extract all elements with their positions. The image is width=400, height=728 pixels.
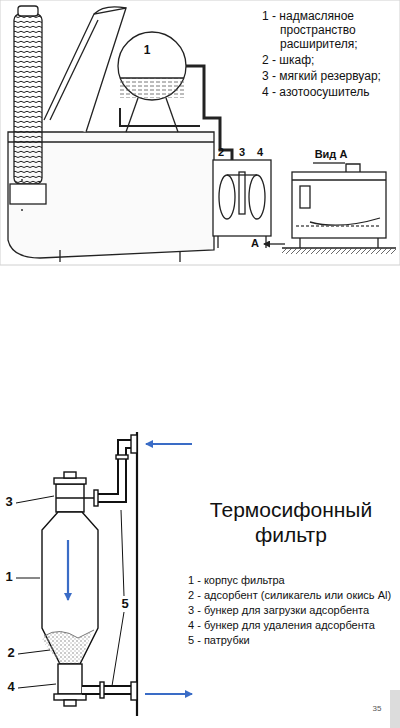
list-item: 4 - бункер для удаления адсорбента [188,619,396,632]
list-item: 2 - адсорбент (силикагель или окись Al) [188,589,396,602]
callout-number: 3 [236,146,248,159]
callout-number: 5 [118,597,132,612]
legend-item: 1 - надмасляное пространство расширителя… [262,10,392,51]
view-label: Вид А [306,148,356,161]
callout-number: 4 [254,146,266,159]
callout-number: 1 [140,44,154,58]
list-item: 5 - патрубки [188,634,396,647]
callout-number: 2 [215,146,227,159]
callout-number: 4 [4,680,18,695]
legend-item: 2 - шкаф; [262,54,392,68]
callout-number: 3 [2,495,16,510]
page-number: 35 [366,704,388,713]
slide-title: Термосифонный фильтр [186,497,396,547]
legend-item: 3 - мягкий резервуар; [262,70,396,84]
list-item: 1 - корпус фильтра [188,574,396,587]
view-arrow-label: А [249,237,261,250]
callout-number: 2 [4,646,18,661]
list-item: 3 - бункер для загрузки адсорбента [188,604,396,617]
callout-number: 1 [2,570,16,585]
legend-item: 4 - азотоосушитель [262,86,396,100]
